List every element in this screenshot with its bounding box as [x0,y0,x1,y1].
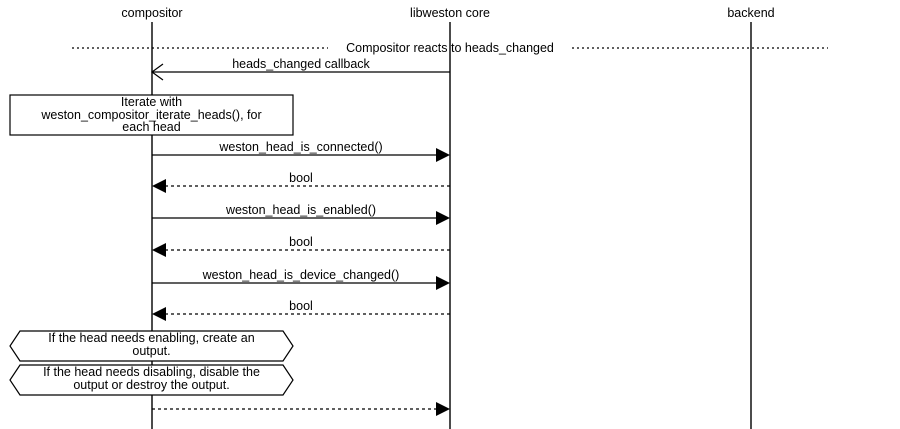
message-label-weston-head-is-device-changed: weston_head_is_device_changed() [202,268,400,282]
message-weston-head-is-enabled: weston_head_is_enabled() [152,203,450,225]
message-bool-return-3: bool [152,299,450,321]
participant-label-compositor: compositor [121,6,182,20]
arrowhead-filled-right-weston-head-is-connected [436,148,450,162]
note-line-head-needs-enabling-2: output. [132,344,170,358]
message-label-weston-head-is-connected: weston_head_is_connected() [218,140,382,154]
note-hexagon-head-needs-enabling [9,330,294,362]
message-bool-return-2: bool [152,235,450,257]
message-label-bool-return-1: bool [289,171,313,185]
divider-label: Compositor reacts to heads_changed [346,41,554,55]
message-label-bool-return-3: bool [289,299,313,313]
message-label-weston-head-is-enabled: weston_head_is_enabled() [225,203,376,217]
arrowhead-filled-right-weston-head-is-device-changed [436,276,450,290]
note-head-needs-enabling: If the head needs enabling, create an ou… [9,330,294,362]
arrowhead-filled-left-bool-return-3 [152,307,166,321]
arrowhead-open-left-heads-changed-callback [150,63,164,81]
arrowhead-filled-right-final-dashed-call [436,402,450,416]
arrowhead-filled-right-weston-head-is-enabled [436,211,450,225]
arrowhead-filled-left-bool-return-1 [152,179,166,193]
note-line-head-needs-disabling-1: If the head needs disabling, disable the [43,365,260,379]
participant-label-backend: backend [727,6,774,20]
message-weston-head-is-connected: weston_head_is_connected() [152,140,450,162]
message-final-dashed-call [152,402,450,416]
note-line-iterate-heads-3: each head [122,120,180,134]
note-line-iterate-heads-1: Iterate with [121,95,182,109]
section-divider: Compositor reacts to heads_changed [72,41,828,55]
participant-labels-layer: compositor libweston core backend [121,6,774,20]
note-line-head-needs-enabling-1: If the head needs enabling, create an [48,331,254,345]
note-line-iterate-heads-2: weston_compositor_iterate_heads(), for [40,108,261,122]
note-head-needs-disabling: If the head needs disabling, disable the… [9,364,294,396]
note-iterate-heads: Iterate with weston_compositor_iterate_h… [9,94,294,136]
note-line-head-needs-disabling-2: output or destroy the output. [73,378,229,392]
message-bool-return-1: bool [152,171,450,193]
participant-label-libweston-core: libweston core [410,6,490,20]
note-hexagon-head-needs-disabling [9,364,294,396]
arrowhead-filled-left-bool-return-2 [152,243,166,257]
note-box-iterate-heads [9,94,294,136]
message-label-heads-changed-callback: heads_changed callback [232,57,370,71]
message-label-bool-return-2: bool [289,235,313,249]
message-weston-head-is-device-changed: weston_head_is_device_changed() [152,268,450,290]
message-heads-changed-callback: heads_changed callback [150,57,450,81]
